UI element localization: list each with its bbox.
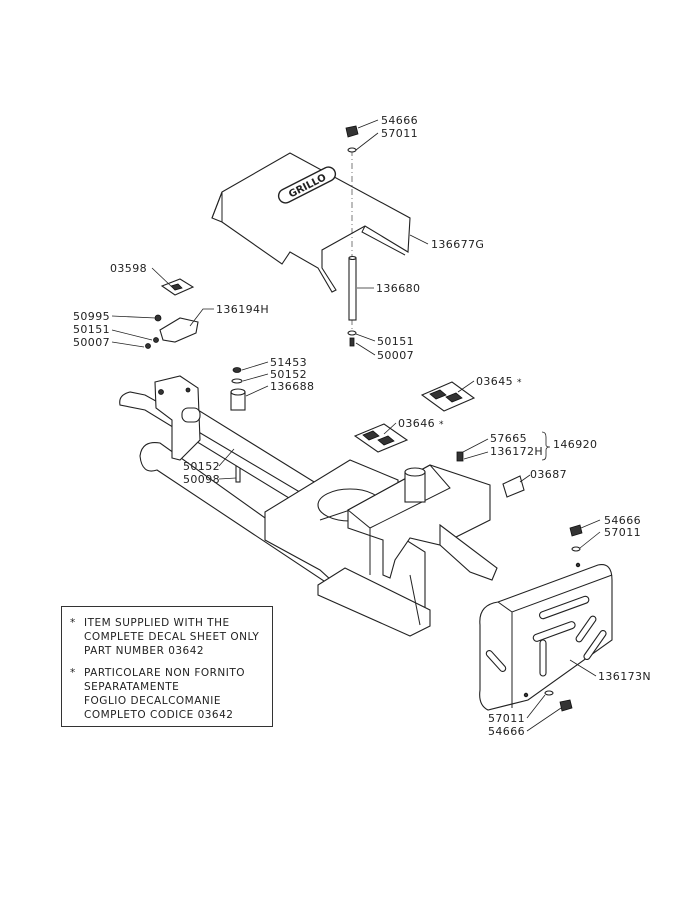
note-line: PART NUMBER 03642 [84,645,205,657]
knob-part [345,125,359,153]
note-line: SEPARATAMENTE [84,681,180,693]
note-english: * ITEM SUPPLIED WITH THE COMPLETE DECAL … [70,616,266,658]
note-line: COMPLETE DECAL SHEET ONLY [84,631,260,643]
cover-knob-top [569,524,583,552]
note-line: PARTICOLARE NON FORNITO [84,667,246,679]
label-54666: 54666 [488,725,525,738]
cover-knob-bottom [544,690,573,712]
rod-part [347,255,357,347]
part-labels: 54666 57011 136677G 03598 136680 136194H… [73,114,651,738]
decal-03598-part [160,278,195,296]
label-54666: 54666 [604,514,641,527]
note-italian: * PARTICOLARE NON FORNITO SEPARATAMENTE … [70,666,266,722]
decal-03646-part [353,423,409,453]
note-asterisk: * [70,617,76,629]
label-136680: 136680 [376,282,420,295]
group-bracket-146920 [541,431,551,461]
notes-box: * ITEM SUPPLIED WITH THE COMPLETE DECAL … [61,606,273,727]
label-03646: 03646* [398,417,444,430]
note-asterisk: * [70,667,76,679]
label-50151: 50151 [73,323,110,336]
label-136688: 136688 [270,380,314,393]
note-line: ITEM SUPPLIED WITH THE [84,617,230,629]
label-03645: 03645* [476,375,522,388]
label-136194H: 136194H [216,303,269,316]
label-136677G: 136677G [431,238,484,251]
label-57011: 57011 [381,127,418,140]
label-50152: 50152 [183,460,220,473]
cap-57665-part [456,451,464,462]
label-03598: 03598 [110,262,147,275]
label-50007: 50007 [73,336,110,349]
label-50151: 50151 [377,335,414,348]
leader-lines [111,119,601,732]
decal-03645-part [420,381,476,412]
label-54666: 54666 [381,114,418,127]
hood-panel-part: GRILLO [211,152,411,293]
label-50098: 50098 [183,473,220,486]
decal-03687-part [502,475,525,498]
label-03687: 03687 [530,468,567,481]
note-line: FOGLIO DECALCOMANIE [84,695,221,707]
label-146920: 146920 [553,438,597,451]
label-50152: 50152 [270,368,307,381]
note-line: COMPLETO CODICE 03642 [84,709,234,721]
label-57665: 57665 [490,432,527,445]
label-57011: 57011 [604,526,641,539]
bracket-136194H-part [145,314,199,349]
label-136172H: 136172H [490,445,543,458]
main-frame-part [119,375,498,637]
side-cover-part [479,562,613,711]
label-50995: 50995 [73,310,110,323]
label-57011: 57011 [488,712,525,725]
label-136173N: 136173N [598,670,651,683]
label-50007: 50007 [377,349,414,362]
label-51453: 51453 [270,356,307,369]
